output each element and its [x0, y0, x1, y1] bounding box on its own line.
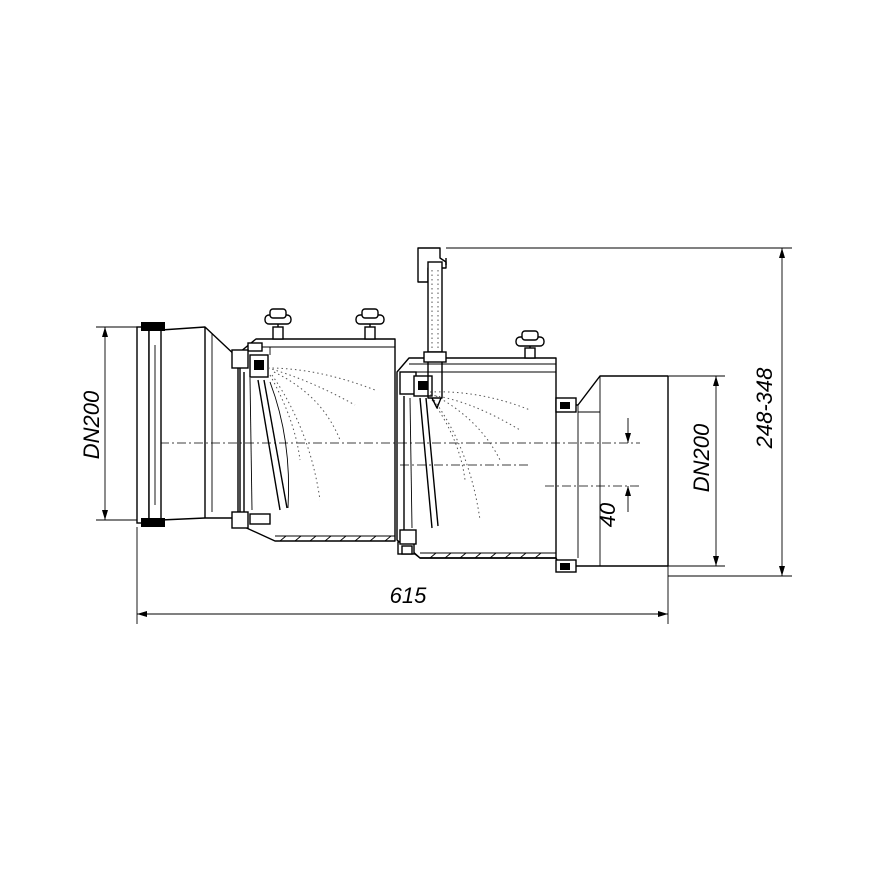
offset-label: 40 — [595, 502, 620, 527]
inlet-diameter-label: DN200 — [79, 390, 104, 459]
dim-inlet-dn200 — [96, 326, 137, 521]
inlet-seal-top — [141, 322, 165, 331]
outlet-spigot — [555, 375, 669, 573]
inlet-rim — [136, 326, 150, 524]
dim-outlet-dn200 — [668, 375, 725, 567]
chamber-1 — [231, 308, 396, 542]
handle-knob-3 — [515, 330, 545, 359]
dim-height — [446, 247, 792, 577]
dim-length — [136, 527, 669, 624]
center-lines — [160, 442, 640, 487]
height-range-label: 248-348 — [752, 367, 777, 450]
chamber-2 — [396, 247, 557, 559]
handle-knob-1 — [264, 308, 292, 340]
inlet-seal-bottom — [141, 518, 165, 527]
pull-rod — [417, 247, 447, 409]
inlet-socket — [136, 322, 239, 527]
handle-knob-2 — [355, 308, 385, 340]
dim-offset-40 — [625, 418, 631, 512]
overall-length-label: 615 — [390, 583, 427, 608]
outlet-diameter-label: DN200 — [689, 423, 714, 492]
